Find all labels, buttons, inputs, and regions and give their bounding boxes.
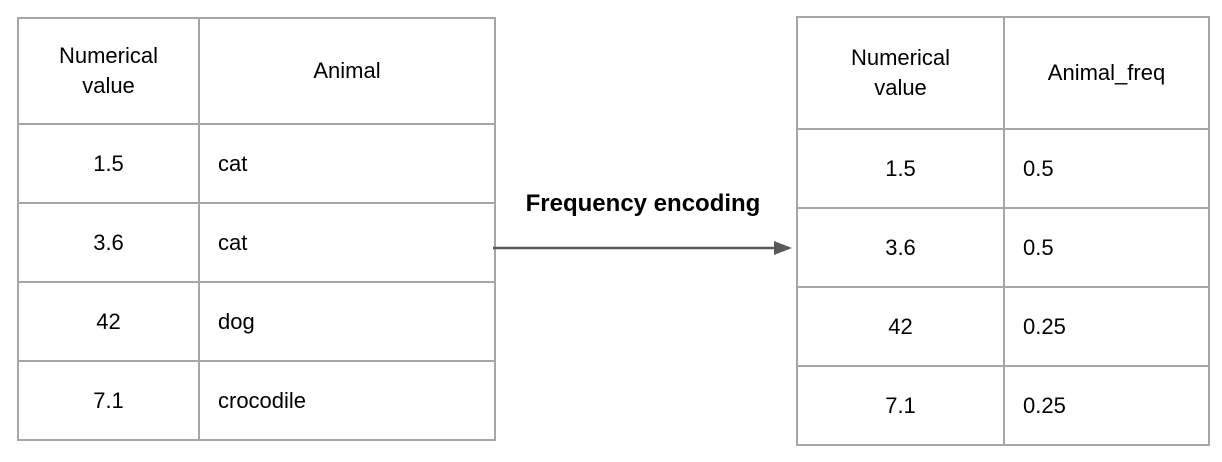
animal-cell: dog [198, 281, 496, 362]
animal-cell: cat [198, 123, 496, 204]
input-table: Numerical value Animal 1.5 cat 3.6 cat 4… [17, 17, 496, 441]
animal-cell: crocodile [198, 360, 496, 441]
numerical-value-cell: 42 [796, 286, 1005, 367]
table-row: 7.1 0.25 [796, 365, 1210, 446]
animal-cell: cat [198, 202, 496, 283]
table-row: 1.5 0.5 [796, 128, 1210, 209]
numerical-value-cell: 3.6 [796, 207, 1005, 288]
numerical-value-cell: 1.5 [17, 123, 200, 204]
table-row: 3.6 cat [17, 202, 496, 283]
numerical-value-cell: 42 [17, 281, 200, 362]
table-row: 3.6 0.5 [796, 207, 1210, 288]
output-table: Numerical value Animal_freq 1.5 0.5 3.6 … [796, 16, 1210, 446]
animal-header-label: Animal [313, 58, 381, 84]
transform-label: Frequency encoding [525, 190, 761, 217]
animal-freq-cell: 0.25 [1003, 286, 1210, 367]
table-row: 42 0.25 [796, 286, 1210, 367]
animal-header: Animal [198, 17, 496, 125]
numerical-value-header: Numerical value [17, 17, 200, 125]
frequency-encoding-arrow-icon [493, 241, 792, 255]
animal-freq-cell: 0.5 [1003, 128, 1210, 209]
animal-freq-header-label: Animal_freq [1047, 60, 1166, 86]
input-table-header-row: Numerical value Animal [17, 17, 496, 125]
numerical-value-cell: 3.6 [17, 202, 200, 283]
numerical-value-cell: 1.5 [796, 128, 1005, 209]
numerical-value-header-label: Numerical value [850, 45, 951, 100]
table-row: 7.1 crocodile [17, 360, 496, 441]
animal-freq-cell: 0.5 [1003, 207, 1210, 288]
numerical-value-cell: 7.1 [17, 360, 200, 441]
numerical-value-header: Numerical value [796, 16, 1005, 130]
table-row: 1.5 cat [17, 123, 496, 204]
table-row: 42 dog [17, 281, 496, 362]
output-table-header-row: Numerical value Animal_freq [796, 16, 1210, 130]
numerical-value-header-label: Numerical value [58, 43, 159, 98]
numerical-value-cell: 7.1 [796, 365, 1005, 446]
animal-freq-cell: 0.25 [1003, 365, 1210, 446]
animal-freq-header: Animal_freq [1003, 16, 1210, 130]
